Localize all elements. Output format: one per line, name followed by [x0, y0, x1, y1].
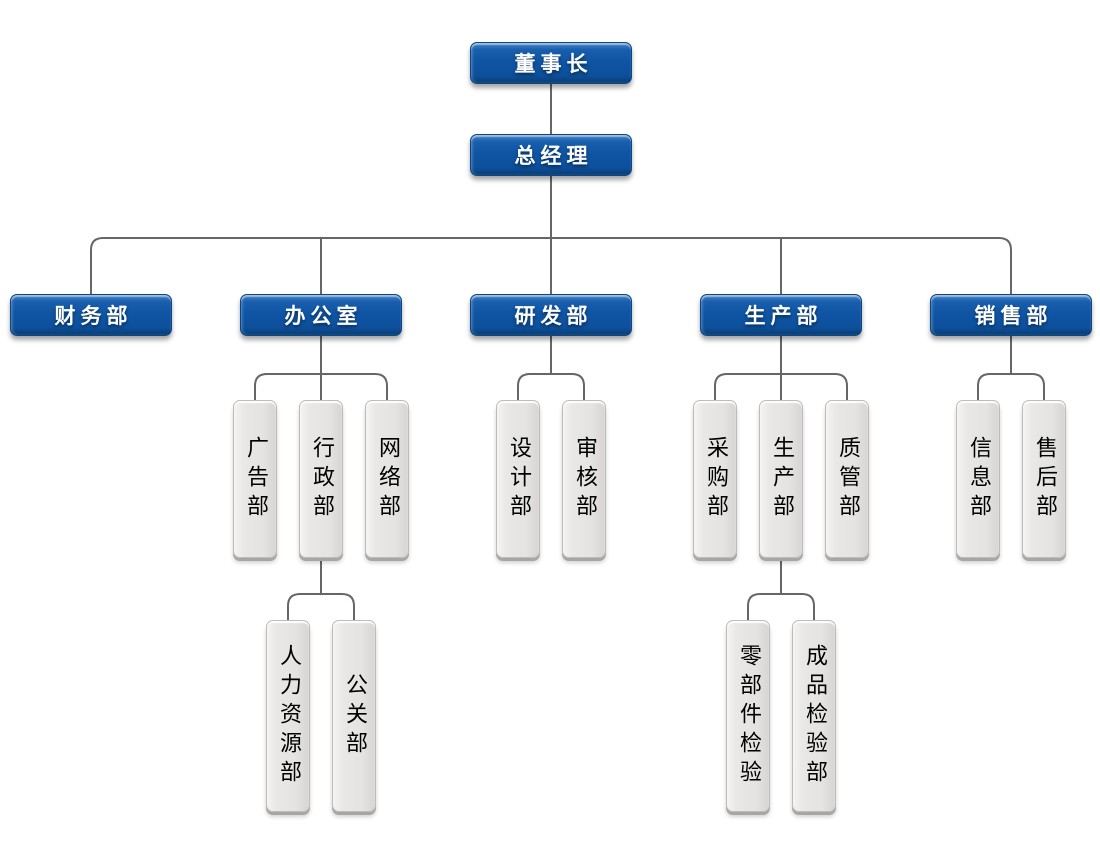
org-node-general-manager: 总经理 [470, 134, 632, 176]
org-node-human-resources: 人力资源部 [266, 620, 310, 812]
org-node-parts-inspection: 零部件检验 [726, 620, 770, 812]
org-node-quality: 质管部 [825, 400, 869, 558]
connector-production-rail [714, 373, 848, 400]
org-node-production-sub: 生产部 [759, 400, 803, 558]
org-node-audit: 审核部 [562, 400, 606, 558]
org-node-finance: 财务部 [10, 294, 172, 336]
connector-rnd-rail [517, 373, 585, 400]
connector-office-rail [254, 373, 388, 400]
connector-departments-rail [90, 237, 1012, 294]
org-node-public-relations: 公关部 [332, 620, 376, 812]
org-node-advertising: 广告部 [233, 400, 277, 558]
org-node-administration: 行政部 [299, 400, 343, 558]
org-node-after-sales: 售后部 [1022, 400, 1066, 558]
connector-production-sub-rail [747, 593, 815, 620]
org-node-sales: 销售部 [930, 294, 1092, 336]
org-node-office: 办公室 [240, 294, 402, 336]
org-node-rnd: 研发部 [470, 294, 632, 336]
org-node-network: 网络部 [365, 400, 409, 558]
connector-sales-rail [977, 373, 1045, 400]
org-node-production: 生产部 [700, 294, 862, 336]
org-node-chairman: 董事长 [470, 42, 632, 84]
connector-admin-rail [287, 593, 355, 620]
org-node-information: 信息部 [956, 400, 1000, 558]
org-node-finished-product-inspection: 成品检验部 [792, 620, 836, 812]
org-node-purchasing: 采购部 [693, 400, 737, 558]
org-node-design: 设计部 [496, 400, 540, 558]
